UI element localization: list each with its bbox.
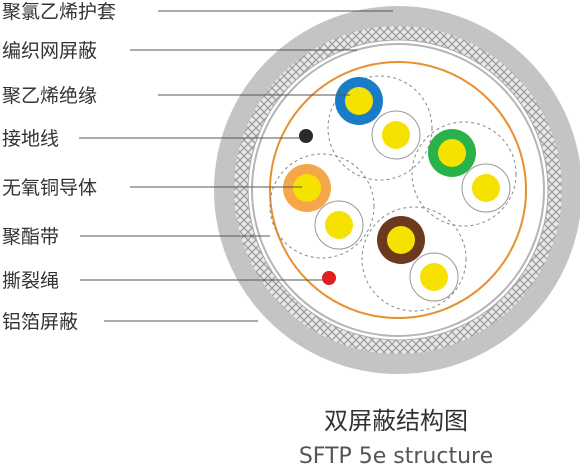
pair-1-conductor-2: [382, 121, 410, 149]
label-ripcord: 撕裂绳: [2, 270, 59, 292]
label-pvc-jacket: 聚氯乙烯护套: [2, 1, 116, 23]
pair-3-conductor: [293, 174, 321, 202]
pair-3-foil: [269, 153, 375, 259]
label-drain-wire: 接地线: [2, 128, 59, 150]
pair-1-conductor: [345, 87, 373, 115]
pair-1-foil: [327, 75, 433, 181]
label-foil-shield: 铝箔屏蔽: [2, 311, 78, 333]
braid-shield-inner-edge: [247, 39, 549, 341]
caption-title: 双屏蔽结构图: [324, 407, 468, 435]
label-polyester-tape: 聚酯带: [2, 226, 59, 248]
pair-4-conductor-2: [420, 263, 448, 291]
pair-2-foil: [411, 121, 517, 227]
pair-3-conductor-2: [325, 211, 353, 239]
ripcord: [322, 271, 336, 285]
foil-shield: [251, 43, 545, 337]
label-pe-insulation: 聚乙烯绝缘: [2, 85, 97, 107]
pair-4-conductor: [387, 226, 415, 254]
leader-lines: [79, 10, 393, 322]
caption-subtitle: SFTP 5e structure: [299, 444, 493, 469]
drain-wire: [299, 129, 313, 143]
pair-4-foil: [361, 206, 467, 312]
pair-2-conductor-2: [472, 174, 500, 202]
label-conductor: 无氧铜导体: [2, 177, 97, 199]
polyester-tape: [269, 61, 527, 319]
pair-2-conductor: [438, 139, 466, 167]
label-braid-shield: 编织网屏蔽: [2, 40, 97, 62]
